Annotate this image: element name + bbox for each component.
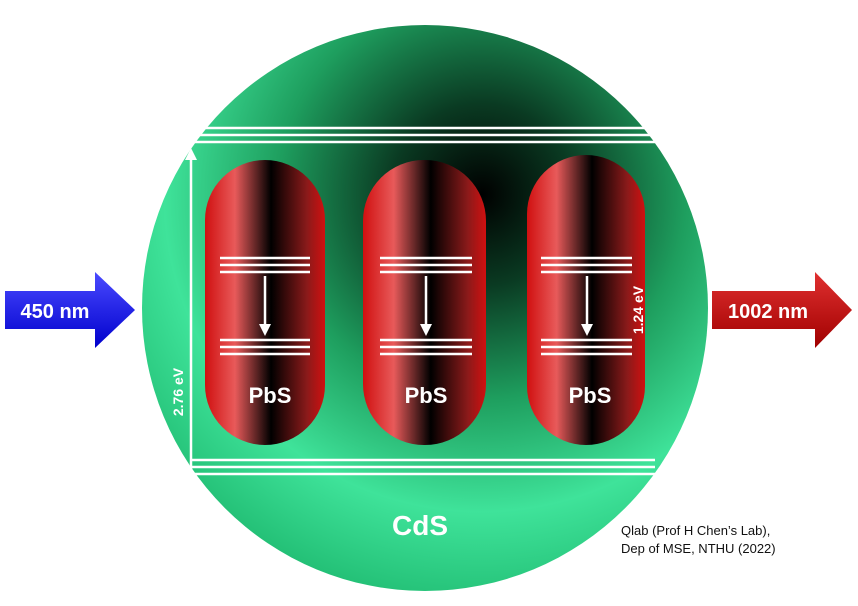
shell-label: CdS: [392, 510, 448, 541]
core-3-label: PbS: [569, 383, 612, 408]
relaxation-arrowheads: [259, 324, 593, 336]
shell-bandgap-label: 2.76 eV: [170, 367, 186, 416]
shell-valence-band: [192, 458, 655, 476]
credit-line-1: Qlab (Prof H Chen’s Lab),: [621, 523, 770, 538]
output-wavelength-label: 1002 nm: [728, 301, 808, 323]
pbs-core-2: [363, 160, 486, 445]
shell-bandgap-arrow: [185, 148, 197, 470]
core-3-levels: [541, 256, 632, 356]
input-wavelength-label: 450 nm: [21, 301, 90, 323]
output-light-arrow: 1002 nm: [712, 272, 852, 348]
core-2-levels: [380, 256, 472, 356]
credit-line-2: Dep of MSE, NTHU (2022): [621, 541, 776, 556]
core-energy-levels: [220, 256, 632, 356]
core-1-label: PbS: [249, 383, 292, 408]
core-2-label: PbS: [405, 383, 448, 408]
input-light-arrow: 450 nm: [5, 272, 135, 348]
shell-conduction-band: [192, 126, 655, 144]
core-1-levels: [220, 256, 310, 356]
core-bandgap-label: 1.24 eV: [630, 285, 646, 334]
